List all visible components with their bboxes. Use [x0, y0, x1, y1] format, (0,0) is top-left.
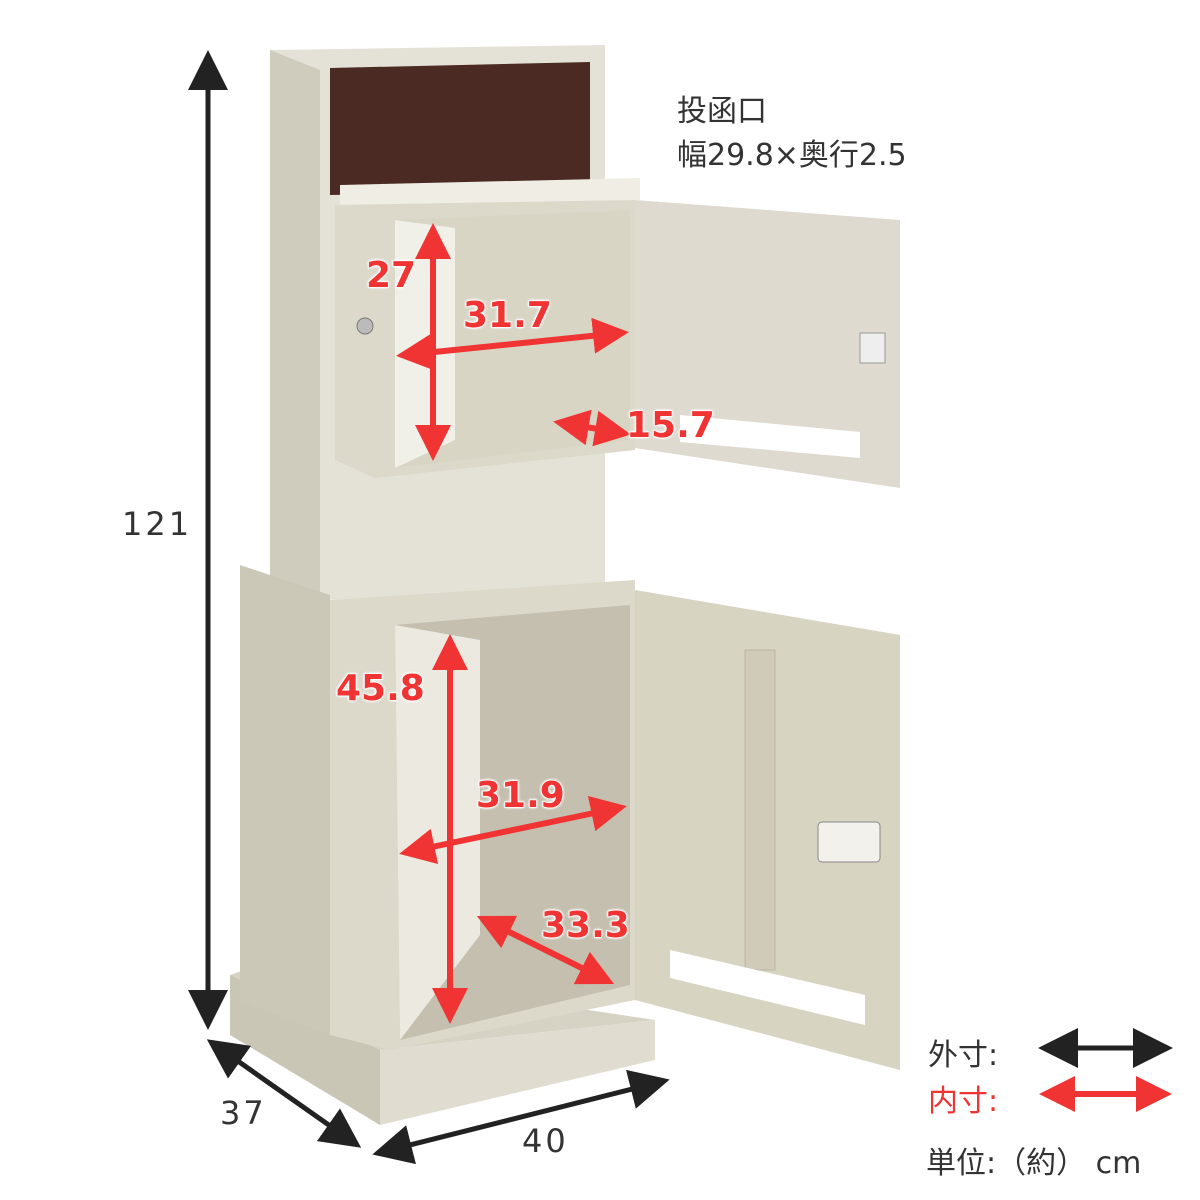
lower-width-arrow — [399, 795, 627, 865]
lower-depth-arrow — [476, 915, 615, 985]
legend-inner-label: 内寸: — [928, 1084, 999, 1119]
upper-door — [635, 200, 900, 488]
lower-height-label: 45.8 — [335, 667, 425, 710]
legend-outer-label: 外寸: — [928, 1038, 999, 1073]
lock-icon — [817, 821, 881, 863]
outer-depth-label: 37 — [220, 1094, 267, 1132]
lower-depth-label: 33.3 — [540, 904, 630, 947]
wood-panel — [330, 62, 590, 195]
slot-size: 幅29.8×奥行2.5 — [677, 138, 907, 173]
upper-depth-label: 15.7 — [625, 404, 715, 447]
upper-width-arrow — [396, 317, 629, 371]
width-arrow — [372, 1069, 670, 1165]
depth-arrow — [206, 1039, 362, 1148]
lower-width-label: 31.9 — [475, 774, 565, 817]
outer-height-label: 121 — [122, 505, 193, 543]
unit-label: 単位:（約） cm — [926, 1146, 1142, 1181]
upper-depth-arrow — [553, 409, 631, 447]
upper-width-label: 31.7 — [462, 294, 552, 337]
slot-title: 投函口 — [677, 94, 767, 129]
upper-height-label: 27 — [365, 254, 417, 297]
outer-width-label: 40 — [522, 1122, 569, 1160]
